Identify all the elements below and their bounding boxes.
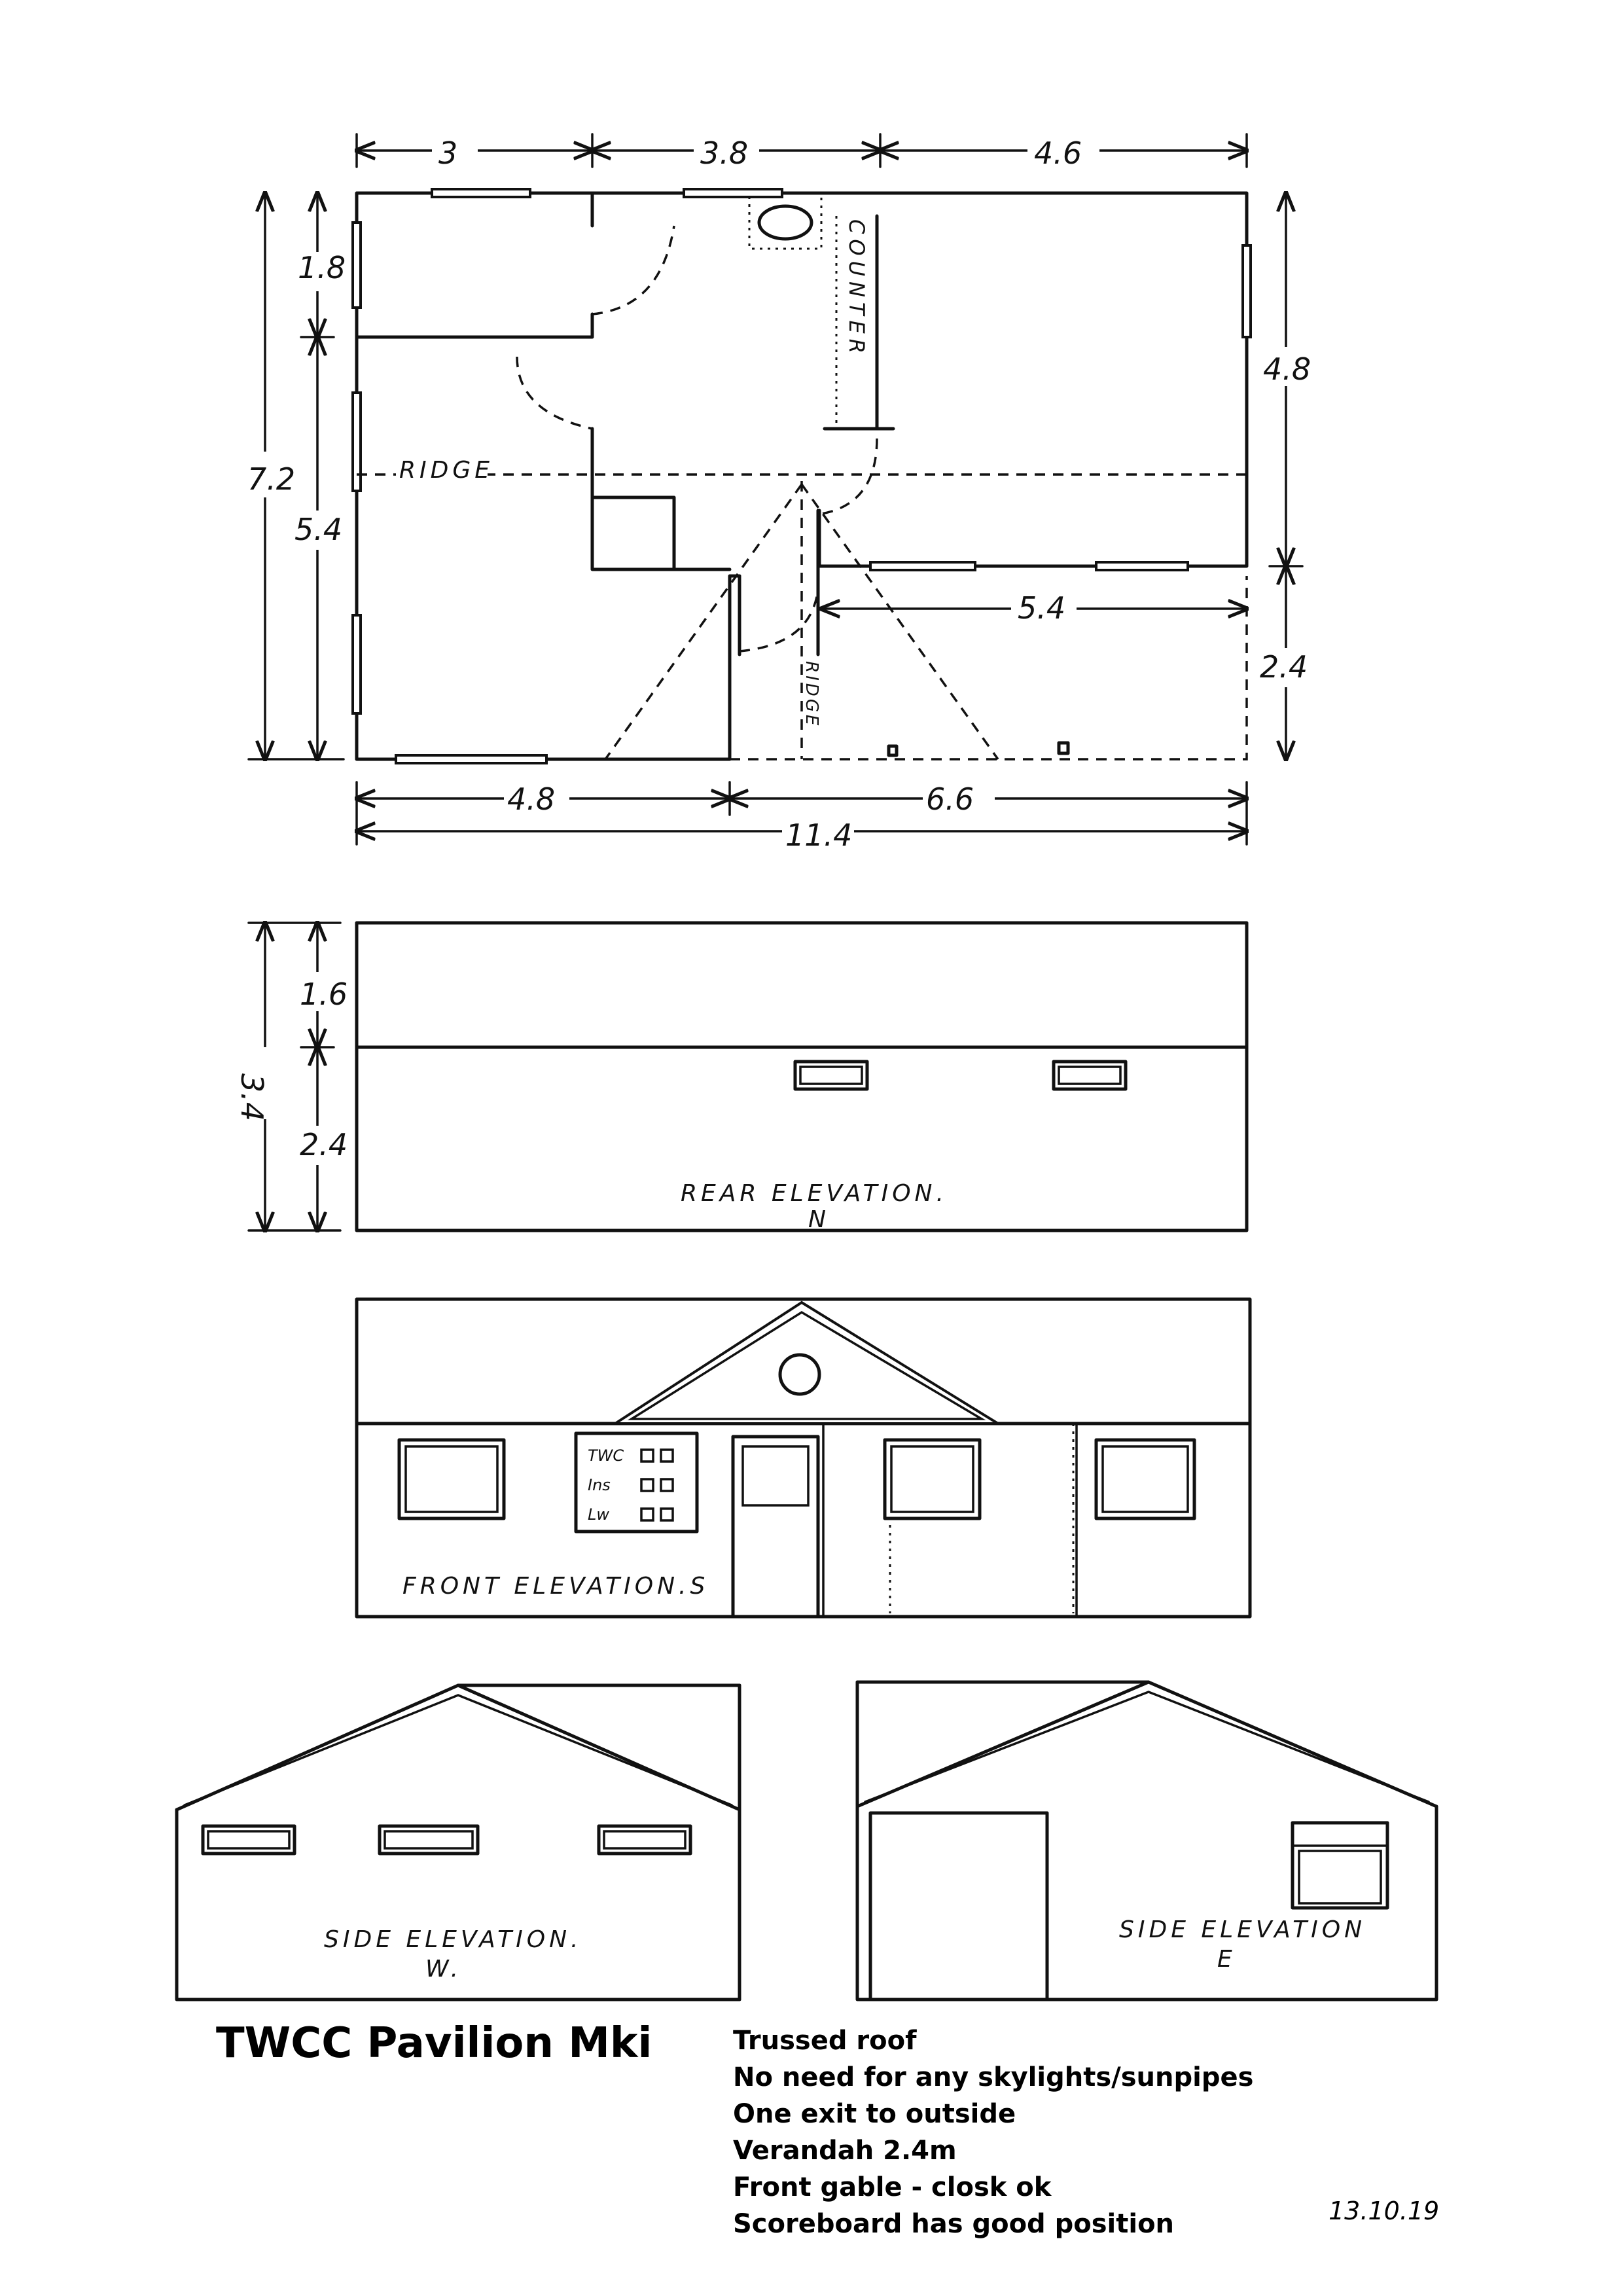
hip-line-right <box>800 483 999 761</box>
door-swing-2 <box>516 356 593 430</box>
window-right <box>1241 244 1252 338</box>
front-gable <box>611 1300 1003 1425</box>
west-elevation-orientation: W. <box>425 1956 462 1982</box>
label-ridge-vertical: RIDGE <box>802 661 821 728</box>
east-verandah-opening <box>868 1811 1049 2001</box>
east-roof-pitch <box>855 1680 1438 1808</box>
west-window-1 <box>201 1824 296 1856</box>
plan-dimensions <box>247 133 1304 846</box>
rear-elevation-label: REAR ELEVATION. <box>681 1180 948 1207</box>
west-window-3 <box>597 1824 692 1856</box>
dim-top-1: 3 <box>438 135 457 171</box>
dim-total-height: 7.2 <box>247 461 295 497</box>
dim-verandah: 5.4 <box>1018 590 1065 626</box>
dim-top-2: 3.8 <box>700 135 748 171</box>
wc-outline <box>748 196 823 250</box>
west-roof-pitch <box>175 1683 741 1812</box>
front-window-2 <box>883 1438 982 1520</box>
west-wall <box>175 1808 741 2001</box>
label-ridge: RIDGE <box>399 457 493 484</box>
rear-dim-total: 3.4 <box>234 1073 270 1121</box>
gable-vent <box>778 1353 821 1396</box>
note-item: One exit to outside <box>733 2099 1016 2129</box>
west-window-2 <box>378 1824 480 1856</box>
dim-right-lower: 2.4 <box>1260 649 1308 685</box>
side-elevation-west: SIDE ELEVATION. W. <box>175 1683 741 2001</box>
rear-window-1 <box>793 1060 869 1091</box>
window-left-2 <box>351 391 362 492</box>
window-left-3 <box>351 614 362 715</box>
window-top-1 <box>431 188 531 198</box>
window-south-1 <box>869 561 976 571</box>
east-window <box>1291 1821 1389 1910</box>
scoreboard-line-3: Lw <box>588 1505 609 1524</box>
door-swing-4 <box>739 588 819 653</box>
front-elevation: TWC Ins Lw FRONT ELEVATION.S <box>355 1297 1252 1619</box>
note-item: No need for any skylights/sunpipes <box>733 2062 1254 2092</box>
dim-left-1: 1.8 <box>298 250 346 285</box>
door-swing-1 <box>592 225 675 315</box>
verandah-posts <box>889 1424 1075 1613</box>
front-window-1 <box>397 1438 506 1520</box>
rear-dim-roof: 1.6 <box>300 977 348 1012</box>
window-top-2 <box>683 188 783 198</box>
rear-window-2 <box>1052 1060 1128 1091</box>
note-item: Scoreboard has good position <box>733 2209 1175 2239</box>
window-left-1 <box>351 221 362 309</box>
dim-right-upper: 4.8 <box>1263 351 1311 387</box>
label-counter: COUNTER <box>844 219 869 359</box>
side-elevation-east: SIDE ELEVATION E <box>855 1680 1438 2001</box>
wc-pan <box>757 204 813 241</box>
east-elevation-orientation: E <box>1217 1946 1236 1973</box>
front-window-3 <box>1094 1438 1196 1520</box>
front-door <box>731 1435 820 1619</box>
dim-total-width: 11.4 <box>785 817 852 853</box>
hip-line-left <box>604 483 803 761</box>
dim-bottom-1: 4.8 <box>507 781 555 817</box>
rear-elevation: 3.4 1.6 2.4 REAR ELEVATION. N <box>234 921 1249 1233</box>
rear-elevation-orientation: N <box>808 1206 830 1233</box>
plan-internal-walls <box>355 191 895 656</box>
east-wall <box>855 1804 1438 2001</box>
verandah-post-1 <box>887 744 899 757</box>
floor-plan: 3 3.8 4.6 7.2 1.8 5.4 4.8 2.4 5.4 4.8 6.… <box>245 131 1312 854</box>
east-elevation-label: SIDE ELEVATION <box>1119 1916 1366 1943</box>
scoreboard <box>574 1431 699 1534</box>
rear-elevation-outline <box>355 921 1249 1232</box>
verandah-outline <box>730 576 1248 761</box>
rear-dim-wall: 2.4 <box>300 1127 348 1162</box>
door-swing-3 <box>821 438 878 515</box>
design-notes: Trussed roof No need for any skylights/s… <box>733 2022 1253 2242</box>
note-item: Verandah 2.4m <box>733 2136 957 2166</box>
dim-bottom-2: 6.6 <box>926 781 974 817</box>
verandah-post-2 <box>1057 741 1070 755</box>
dim-top-3: 4.6 <box>1034 135 1082 171</box>
west-elevation-label: SIDE ELEVATION. <box>324 1926 582 1953</box>
scoreboard-line-1: TWC <box>588 1446 624 1465</box>
front-elevation-label: FRONT ELEVATION.S <box>402 1573 709 1600</box>
note-item: Front gable - closk ok <box>733 2172 1052 2202</box>
note-item: Trussed roof <box>733 2026 917 2056</box>
scoreboard-line-2: Ins <box>588 1476 611 1494</box>
drawing-title: TWCC Pavilion Mki <box>216 2019 652 2068</box>
drawing-date: 13.10.19 <box>1329 2197 1440 2225</box>
window-south-2 <box>1095 561 1189 571</box>
dim-left-2: 5.4 <box>294 512 342 547</box>
window-bottom <box>395 754 548 764</box>
